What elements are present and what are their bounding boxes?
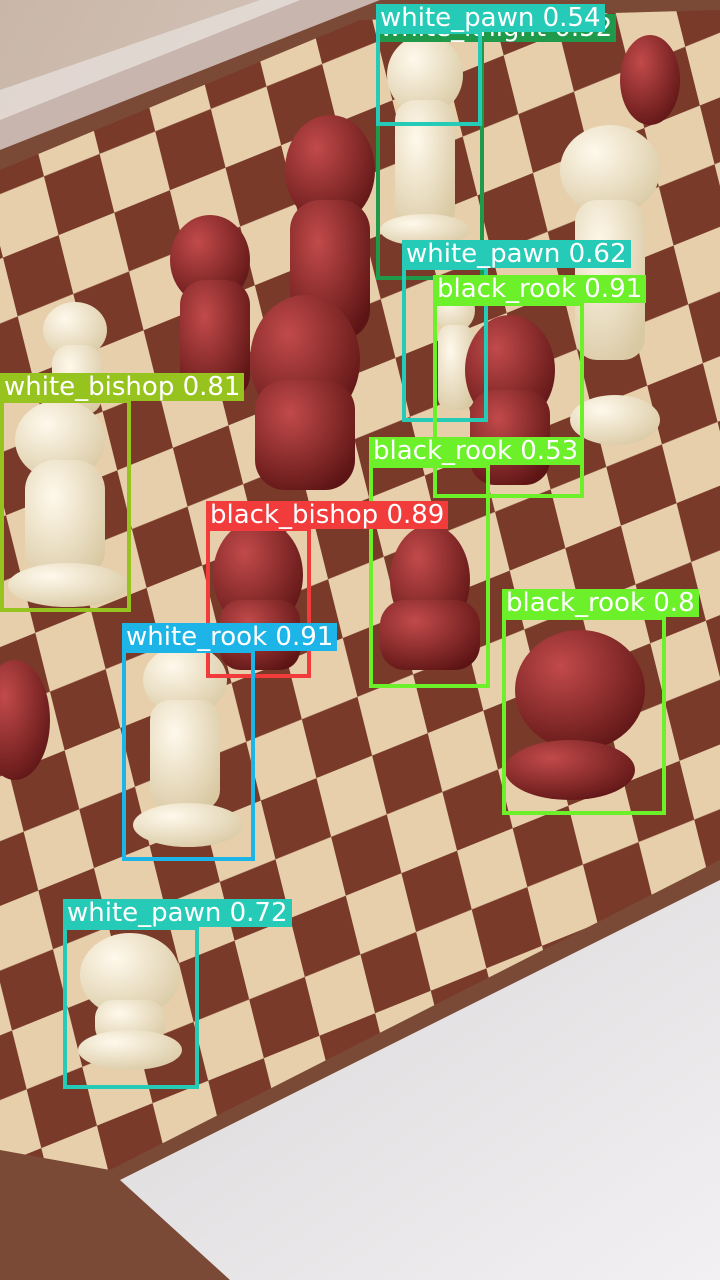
detection-label: white_pawn 0.54 xyxy=(376,4,605,32)
detection-box xyxy=(0,399,131,612)
detection-label: black_bishop 0.89 xyxy=(206,501,449,529)
detection-box xyxy=(206,527,311,678)
detection-label: black_rook 0.53 xyxy=(369,437,583,465)
detection-box xyxy=(122,649,255,861)
detection-label: white_pawn 0.72 xyxy=(63,899,292,927)
detection-label: white_rook 0.91 xyxy=(122,623,338,651)
detection-box xyxy=(502,616,666,815)
detection-box xyxy=(376,30,482,126)
detection-label: white_pawn 0.62 xyxy=(402,240,631,268)
detection-box xyxy=(63,926,199,1089)
detection-label: black_rook 0.8 xyxy=(502,589,699,617)
detection-box xyxy=(369,464,490,688)
detection-label: black_rook 0.91 xyxy=(433,275,647,303)
detection-box xyxy=(433,302,584,498)
detection-label: white_bishop 0.81 xyxy=(0,373,245,401)
detection-box xyxy=(402,266,488,422)
